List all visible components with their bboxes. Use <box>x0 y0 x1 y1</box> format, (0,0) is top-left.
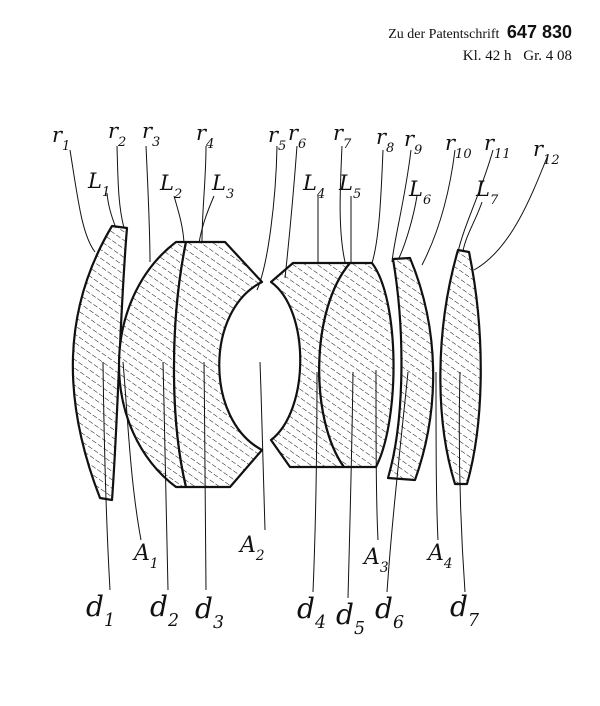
lens-label-l4: L4 <box>302 171 325 202</box>
header-line-1: Zu der Patentschrift 647 830 <box>388 22 572 45</box>
lens-l3 <box>172 240 264 489</box>
radius-label-r6: r6 <box>288 121 306 152</box>
gap-label-a4: A4 <box>426 541 453 572</box>
lens-label-l5: L5 <box>338 171 361 202</box>
patent-number: 647 830 <box>506 22 572 42</box>
radius-label-r9: r9 <box>404 127 422 158</box>
radius-label-r7: r7 <box>333 121 352 152</box>
lens-label-l7: L7 <box>475 177 499 208</box>
lens-label-l3: L3 <box>211 171 234 202</box>
radius-label-r5: r5 <box>268 123 286 154</box>
thickness-label-d3: d3 <box>195 592 224 633</box>
lens-l6 <box>386 256 435 482</box>
radius-label-r10: r10 <box>445 131 472 162</box>
thickness-label-d1: d1 <box>86 590 115 631</box>
radius-label-r3: r3 <box>142 119 160 150</box>
thickness-label-d5: d5 <box>336 598 365 639</box>
thickness-label-d7: d7 <box>450 590 480 631</box>
patent-class: Kl. 42 h <box>462 48 512 64</box>
lens-label-l1: L1 <box>87 169 110 200</box>
gap-label-a3: A3 <box>362 545 389 576</box>
lens-l5 <box>318 261 395 469</box>
gap-label-a1: A1 <box>132 541 159 572</box>
lens-label-l2: L2 <box>159 171 182 202</box>
lens-l7 <box>439 248 482 486</box>
leader-lines <box>69 145 549 599</box>
patent-header: Zu der Patentschrift 647 830 Kl. 42 h Gr… <box>388 22 572 67</box>
radius-label-r12: r12 <box>533 137 560 168</box>
gap-label-a2: A2 <box>238 533 265 564</box>
radius-label-r8: r8 <box>376 125 394 156</box>
radius-label-r11: r11 <box>484 131 511 162</box>
radius-label-r1: r1 <box>52 123 70 154</box>
patent-group: Gr. 4 08 <box>523 48 572 64</box>
patent-caption: Zu der Patentschrift <box>388 27 500 42</box>
thickness-label-d6: d6 <box>375 592 404 633</box>
lens-label-l6: L6 <box>408 177 431 208</box>
thickness-label-d4: d4 <box>297 592 326 633</box>
radius-label-r2: r2 <box>108 119 126 150</box>
header-line-2: Kl. 42 h Gr. 4 08 <box>388 45 572 67</box>
thickness-label-d2: d2 <box>150 590 179 631</box>
radius-label-r4: r4 <box>196 121 214 152</box>
